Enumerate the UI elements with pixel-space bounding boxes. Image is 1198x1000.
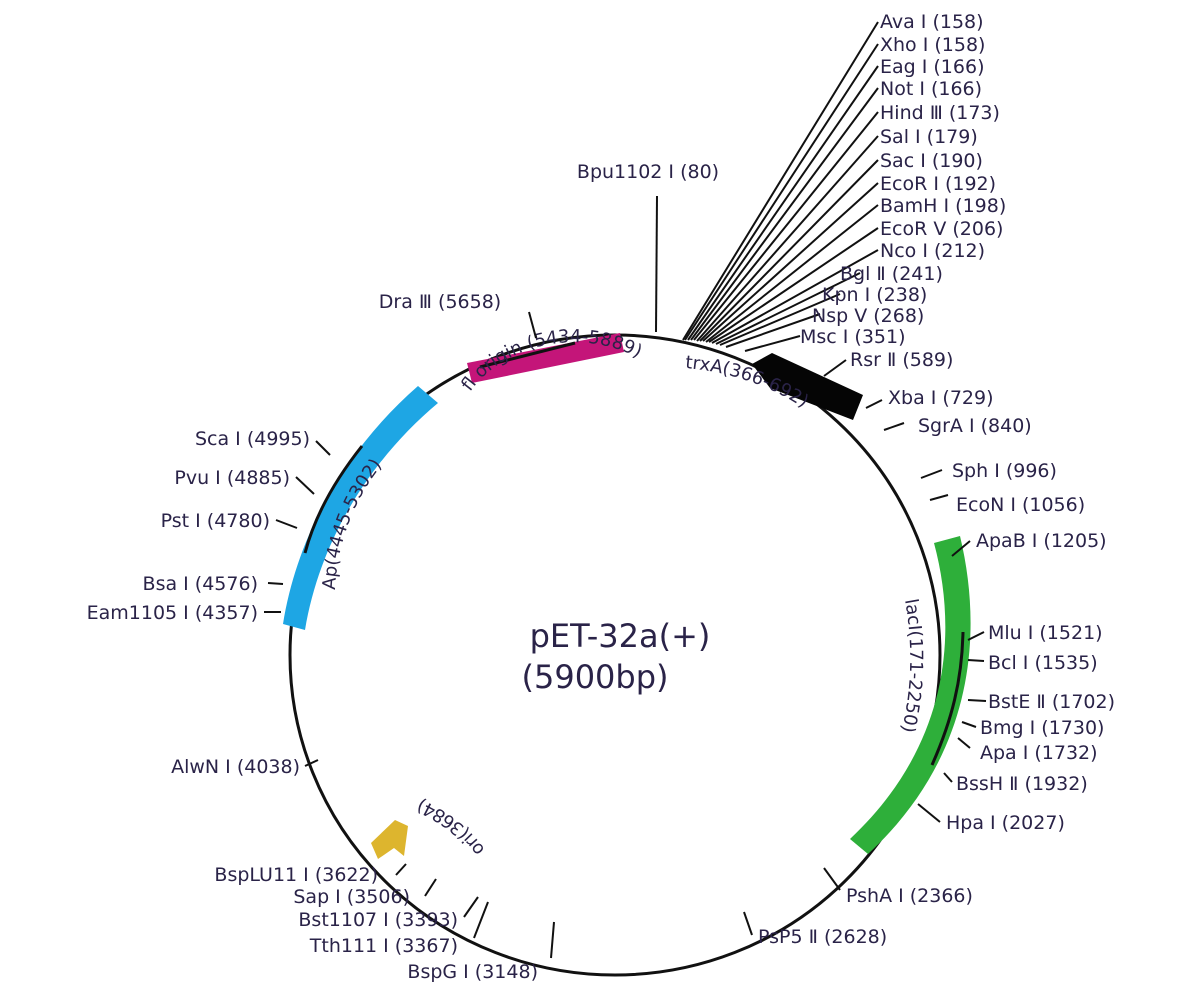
site-label: BspLU11 Ⅰ (3622) <box>214 864 378 886</box>
site-label: PshA Ⅰ (2366) <box>846 885 973 907</box>
site-label: Bsa Ⅰ (4576) <box>143 573 258 595</box>
site-label: Sca Ⅰ (4995) <box>195 428 310 450</box>
feature-label-ori: ori(3684) <box>414 794 489 859</box>
site-label: Pvu Ⅰ (4885) <box>174 467 290 489</box>
site-label: Nco Ⅰ (212) <box>880 240 985 262</box>
site-label: Dra Ⅲ (5658) <box>379 291 501 313</box>
f1-origin-strand <box>479 341 576 369</box>
mcs-fan <box>682 21 879 352</box>
trxA-segment <box>752 353 863 420</box>
site-labels: Ava Ⅰ (158) Xho Ⅰ (158) Eag Ⅰ (166) Not … <box>87 11 1115 983</box>
site-label: Hpa Ⅰ (2027) <box>946 812 1065 834</box>
site-label: SgrA Ⅰ (840) <box>918 415 1032 437</box>
site-label: Kpn Ⅰ (238) <box>822 284 927 306</box>
site-label: Rsr Ⅱ (589) <box>850 349 953 371</box>
site-label: PsP5 Ⅱ (2628) <box>758 926 887 948</box>
site-label: Bcl Ⅰ (1535) <box>988 652 1098 674</box>
site-label: Sph Ⅰ (996) <box>952 460 1057 482</box>
ori-arrow <box>371 820 408 859</box>
site-label: BstE Ⅱ (1702) <box>988 691 1115 713</box>
site-label: BssH Ⅱ (1932) <box>956 773 1088 795</box>
site-label: Bmg Ⅰ (1730) <box>980 717 1104 739</box>
site-ticks <box>264 195 987 959</box>
site-label: Apa Ⅰ (1732) <box>980 742 1098 764</box>
plasmid-size: (5900bp) <box>521 658 668 696</box>
site-label: Sap Ⅰ (3506) <box>293 886 410 908</box>
site-label: EcoR Ⅰ (192) <box>880 173 996 195</box>
site-label: Mlu Ⅰ (1521) <box>988 622 1103 644</box>
feature-label-lacI: lacI(171-2250) <box>897 597 927 734</box>
lacI-strand <box>930 631 965 766</box>
site-label: BspG Ⅰ (3148) <box>407 961 538 983</box>
site-label: Bst1107 Ⅰ (3393) <box>298 909 458 931</box>
plasmid-name: pET-32a(+) <box>530 617 711 655</box>
site-label: Tth111 Ⅰ (3367) <box>309 935 458 957</box>
site-label: Xba Ⅰ (729) <box>888 387 994 409</box>
Ap-strand <box>303 445 364 554</box>
site-label: Eag Ⅰ (166) <box>880 56 984 78</box>
site-label: Sac Ⅰ (190) <box>880 150 983 172</box>
site-label: Xho Ⅰ (158) <box>880 34 985 56</box>
site-label: EcoN Ⅰ (1056) <box>956 494 1085 516</box>
site-label: Msc Ⅰ (351) <box>800 326 906 348</box>
site-label: Sal Ⅰ (179) <box>880 126 978 148</box>
site-label: Eam1105 Ⅰ (4357) <box>87 602 258 624</box>
site-label: EcoR Ⅴ (206) <box>880 218 1003 240</box>
site-label: BamH Ⅰ (198) <box>880 195 1006 217</box>
site-label: Hind Ⅲ (173) <box>880 102 1000 124</box>
site-label: Ava Ⅰ (158) <box>880 11 984 33</box>
site-label: Nsp Ⅴ (268) <box>812 305 924 327</box>
site-label: ApaB Ⅰ (1205) <box>976 530 1107 552</box>
lacI-segment <box>850 536 971 854</box>
site-label: Bpu1102 Ⅰ (80) <box>577 161 719 183</box>
f1-origin-segment <box>467 333 624 383</box>
site-label: Not Ⅰ (166) <box>880 78 982 100</box>
site-label: Bgl Ⅱ (241) <box>840 263 943 285</box>
site-label: Pst Ⅰ (4780) <box>161 510 270 532</box>
site-label: AlwN Ⅰ (4038) <box>171 756 300 778</box>
Ap-segment <box>283 386 438 630</box>
